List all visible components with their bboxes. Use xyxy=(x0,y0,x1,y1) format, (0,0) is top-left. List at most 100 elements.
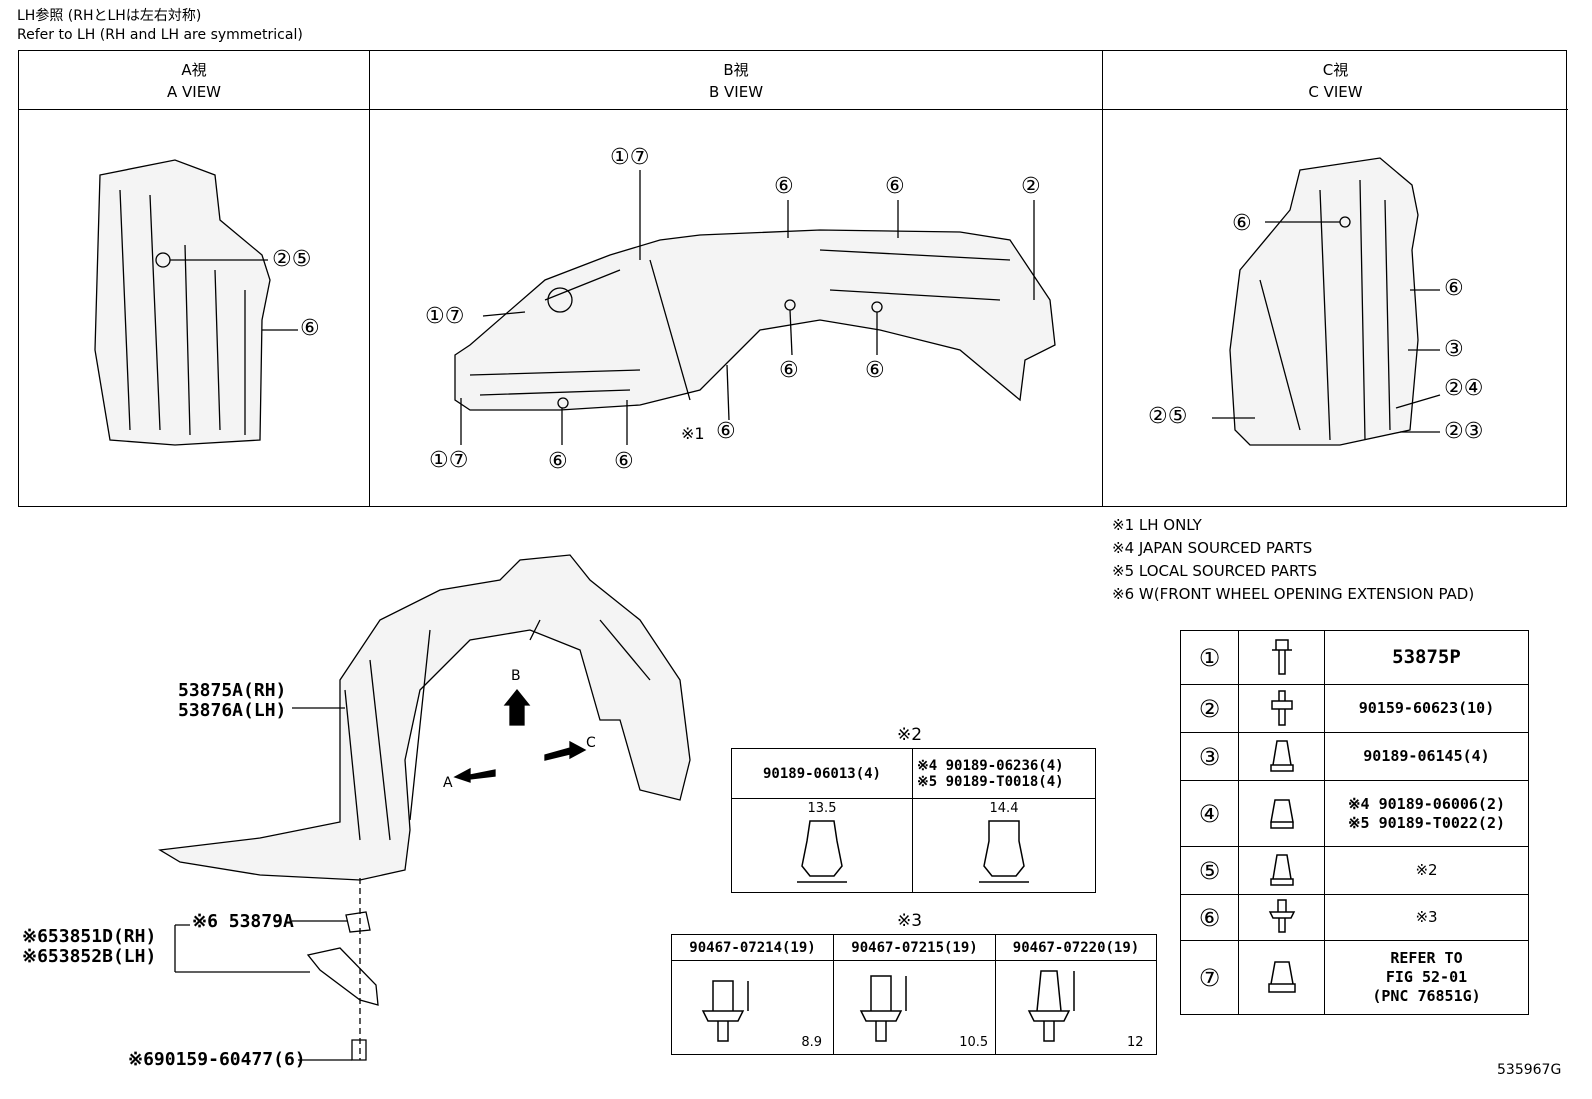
callout-c-24: ②④ xyxy=(1444,376,1484,401)
arrow-label-a: A xyxy=(443,775,453,791)
clip2-table: 90189-06013(4) ※4 90189-06236(4) ※5 9018… xyxy=(731,748,1096,893)
legend-item: ※6 W(FRONT WHEEL OPENING EXTENSION PAD) xyxy=(1112,585,1475,603)
legend-item: ※4 JAPAN SOURCED PARTS xyxy=(1112,539,1313,557)
callout-b-6-bot2: ⑥ xyxy=(614,449,634,474)
row-part-line: ※5 90189-T0022(2) xyxy=(1347,813,1506,832)
clip2-title: ※2 xyxy=(897,725,923,745)
parts-table: ① 53875P ② 90159-60623(10) ③ 90189-06145… xyxy=(1180,630,1529,1015)
callout-c-23: ②③ xyxy=(1444,419,1484,444)
view-b-header: B視 B VIEW xyxy=(370,51,1102,110)
clip2-clip-icon xyxy=(797,820,847,883)
view-c-en: C VIEW xyxy=(1308,83,1363,101)
bolt-icon xyxy=(1238,630,1325,685)
clip3-drawing2: 10.5 xyxy=(833,960,996,1055)
callout-b-6-mid2: ⑥ xyxy=(865,358,885,383)
row-key: ① xyxy=(1180,630,1239,685)
row-part: ※2 xyxy=(1324,846,1529,895)
nut-clip-icon xyxy=(1238,732,1325,781)
view-a-header: A視 A VIEW xyxy=(19,51,369,110)
row-key: ⑦ xyxy=(1180,940,1239,1015)
row-part-line: FIG 52-01 xyxy=(1385,968,1468,986)
clip3-drawing1: 8.9 xyxy=(671,960,834,1055)
clip2-drawing1: 13.5 xyxy=(731,798,913,893)
parts-row: ② 90159-60623(10) xyxy=(1180,684,1529,733)
callout-b-6-top2: ⑥ xyxy=(885,174,905,199)
row-part: REFER TO FIG 52-01 (PNC 76851G) xyxy=(1324,940,1529,1015)
callout-b-6-top1: ⑥ xyxy=(774,174,794,199)
callout-b-17-top: ①⑦ xyxy=(610,145,650,170)
row-part: 53875P xyxy=(1324,630,1529,685)
row-part: ※3 xyxy=(1324,894,1529,941)
clip2-col2-line1: ※4 90189-06236(4) xyxy=(917,757,1064,774)
part-liner-rh: 53875A(RH) xyxy=(178,680,287,701)
view-c-panel: C視 C VIEW xyxy=(1103,51,1568,506)
clip2-col2-line2: ※5 90189-T0018(4) xyxy=(917,773,1064,790)
part-pad-rh: ※653851D(RH) xyxy=(22,926,157,947)
view-b-en: B VIEW xyxy=(708,83,764,101)
figure-code: 535967G xyxy=(1497,1062,1562,1078)
part-pad-lh: ※653852B(LH) xyxy=(22,946,157,967)
clip2-col1: 90189-06013(4) xyxy=(731,748,913,799)
parts-row: ⑤ ※2 xyxy=(1180,846,1529,895)
callout-b-17-mid: ①⑦ xyxy=(425,304,465,329)
callout-c-25: ②⑤ xyxy=(1148,404,1188,429)
clip3-drawing3: 12 xyxy=(995,960,1157,1055)
arrow-label-c: C xyxy=(586,735,596,751)
row-key: ⑤ xyxy=(1180,846,1239,895)
part-bolt: ※690159-60477(6) xyxy=(128,1049,306,1070)
clip3-dim2: 10.5 xyxy=(959,1034,989,1050)
row-key: ⑥ xyxy=(1180,894,1239,941)
view-a-jp: A視 xyxy=(181,61,207,79)
row-part-line: ※4 90189-06006(2) xyxy=(1347,794,1506,813)
clip2-drawing2: 14.4 xyxy=(912,798,1096,893)
arrow-label-b: B xyxy=(511,668,521,684)
row-part: 90159-60623(10) xyxy=(1324,684,1529,733)
callout-b-17-bottom: ①⑦ xyxy=(429,448,469,473)
clip3-col3: 90467-07220(19) xyxy=(995,934,1157,961)
nut-clip-icon xyxy=(1238,846,1325,895)
row-part-line: (PNC 76851G) xyxy=(1372,987,1481,1005)
callout-b-2: ② xyxy=(1021,174,1041,199)
clip2-clip-icon xyxy=(979,820,1029,883)
clip2-col2: ※4 90189-06236(4) ※5 90189-T0018(4) xyxy=(912,748,1096,799)
nut-clip-icon xyxy=(1238,780,1325,847)
clip3-col2: 90467-07215(19) xyxy=(833,934,996,961)
header-note-jp: LH参照 (RHとLHは左右対称) xyxy=(17,8,202,24)
part-liner-lh: 53876A(LH) xyxy=(178,700,287,721)
view-a-en: A VIEW xyxy=(166,83,222,101)
clip3-col1: 90467-07214(19) xyxy=(671,934,834,961)
callout-b-6-mid1: ⑥ xyxy=(779,358,799,383)
view-c-jp: C視 xyxy=(1322,61,1349,79)
parts-row: ⑦ REFER TO FIG 52-01 (PNC 76851G) xyxy=(1180,940,1529,1015)
parts-row: ① 53875P xyxy=(1180,630,1529,685)
callout-c-6-right: ⑥ xyxy=(1444,276,1464,301)
clip2-dim2: 14.4 xyxy=(989,801,1019,816)
push-clip-icon xyxy=(1238,894,1325,941)
part-pad-clip: ※6 53879A xyxy=(192,911,294,932)
clip3-title: ※3 xyxy=(897,911,923,931)
row-key: ② xyxy=(1180,684,1239,733)
callout-c-6-top: ⑥ xyxy=(1232,211,1252,236)
view-b-panel: B視 B VIEW xyxy=(370,51,1103,506)
callout-a-25: ②⑤ xyxy=(272,247,312,272)
parts-row: ③ 90189-06145(4) xyxy=(1180,732,1529,781)
clip2-dim1: 13.5 xyxy=(807,801,837,816)
clip3-dim1: 8.9 xyxy=(801,1034,823,1050)
callout-c-3: ③ xyxy=(1444,337,1464,362)
parts-row: ⑥ ※3 xyxy=(1180,894,1529,941)
legend-item: ※5 LOCAL SOURCED PARTS xyxy=(1112,562,1317,580)
row-key: ③ xyxy=(1180,732,1239,781)
callout-b-note1: ※1 xyxy=(681,424,705,443)
bolt-icon xyxy=(1238,684,1325,733)
row-part: ※4 90189-06006(2) ※5 90189-T0022(2) xyxy=(1324,780,1529,847)
row-part-line: REFER TO xyxy=(1390,949,1463,967)
callout-b-6-bot1: ⑥ xyxy=(548,449,568,474)
parts-row: ④ ※4 90189-06006(2) ※5 90189-T0022(2) xyxy=(1180,780,1529,847)
header-note-en: Refer to LH (RH and LH are symmetrical) xyxy=(17,27,303,43)
clip3-dim3: 12 xyxy=(1126,1034,1144,1050)
view-c-header: C視 C VIEW xyxy=(1103,51,1568,110)
clip3-clip-icon xyxy=(859,974,907,1042)
callout-a-6: ⑥ xyxy=(300,316,320,341)
legend: ※1 LH ONLY ※4 JAPAN SOURCED PARTS ※5 LOC… xyxy=(1112,514,1474,606)
